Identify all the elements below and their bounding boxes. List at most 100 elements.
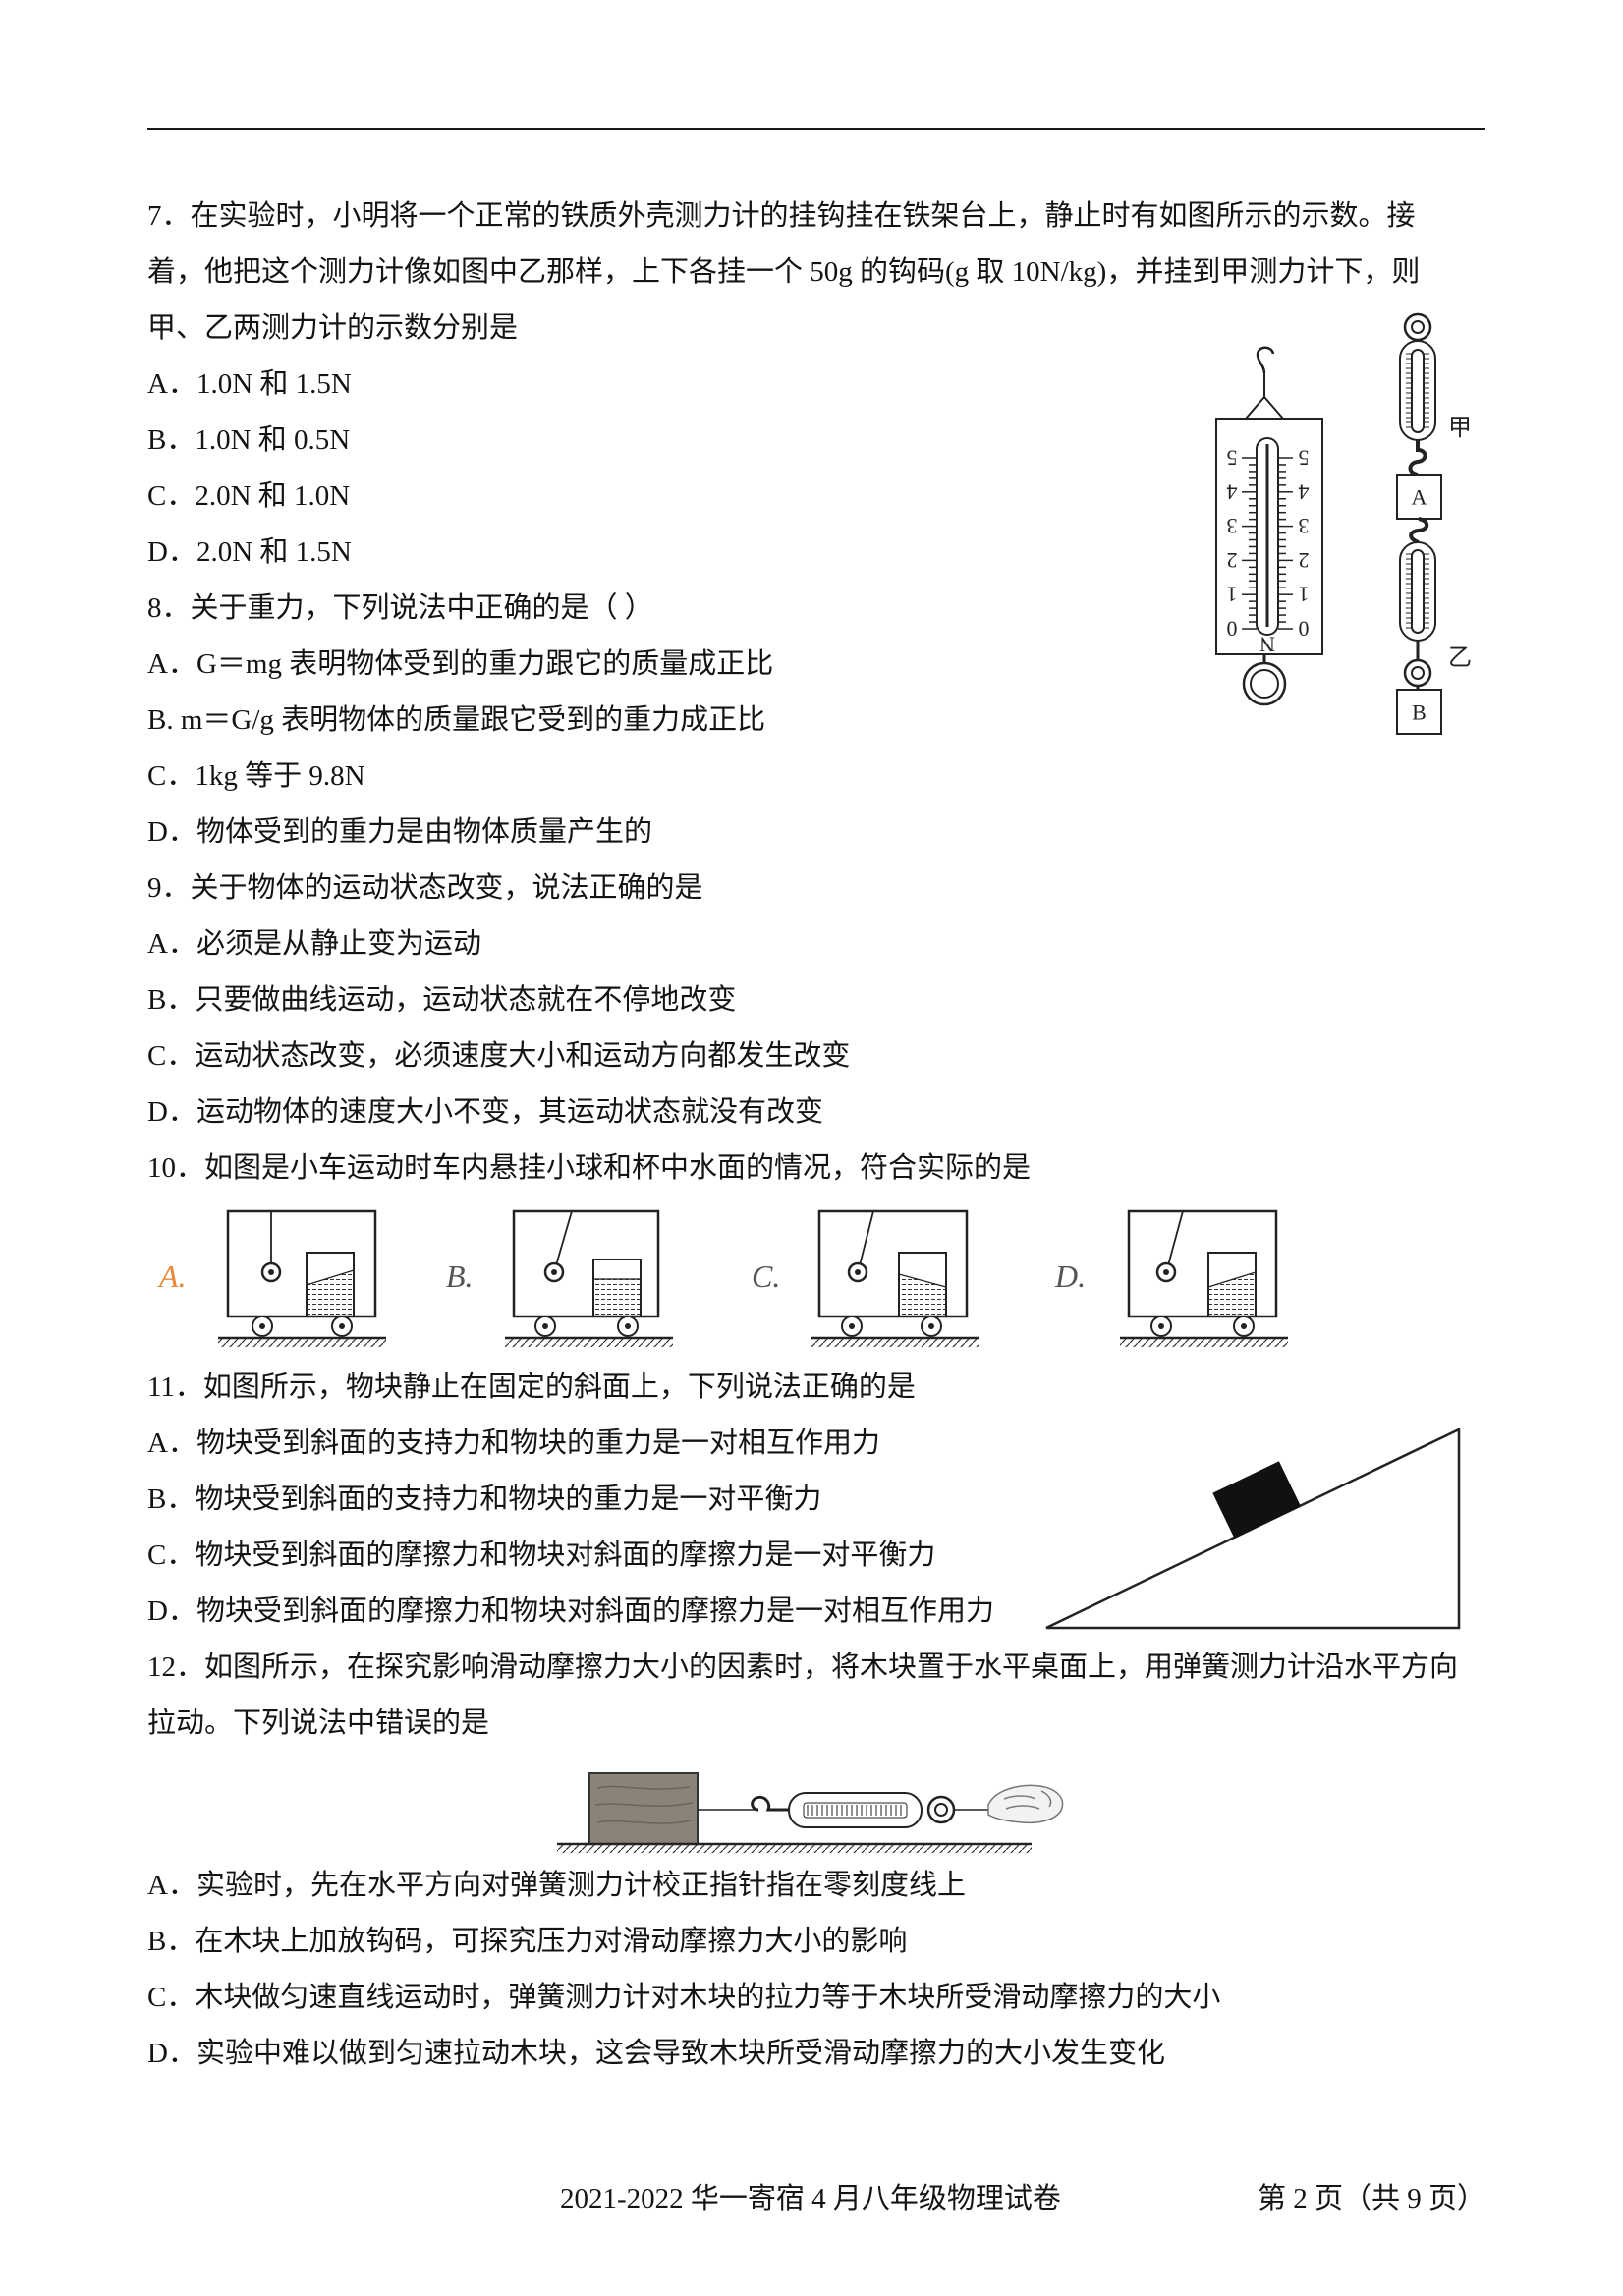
inverted-spring-scale	[1215, 346, 1323, 706]
cart-b	[505, 1209, 673, 1347]
question-7-stem-line: 着，他把这个测力计像如图中乙那样，上下各挂一个 50g 的钩码(g 取 10N/…	[147, 256, 1421, 288]
question-7-stem-line: 甲、乙两测力计的示数分别是	[147, 312, 519, 344]
inverted-scale-ticks	[1242, 457, 1293, 630]
question-11-option-d: D．物块受到斜面的摩擦力和物块对斜面的摩擦力是一对相互作用力	[147, 1596, 994, 1627]
wheel-hub	[542, 1323, 548, 1329]
cart-c	[811, 1209, 979, 1347]
scale-unit: N	[1259, 633, 1275, 657]
yi-scale-body	[1399, 541, 1436, 642]
question-7-option-d: D．2.0N 和 1.5N	[147, 536, 352, 568]
q12-friction-figure	[557, 1772, 1064, 1853]
grain-line	[594, 1802, 694, 1807]
hand-finger	[1003, 1795, 1036, 1800]
yi-scale-tube	[1411, 549, 1425, 634]
cart-a	[218, 1209, 386, 1347]
question-9-option-c: C．运动状态改变，必须速度大小和运动方向都发生改变	[147, 1040, 851, 1072]
wheel-hub	[928, 1323, 934, 1329]
wheel-hub	[625, 1323, 631, 1329]
q10-carts-figure: A. B. C. D.	[157, 1209, 1288, 1347]
question-9-stem-line: 9．关于物体的运动状态改变，说法正确的是	[147, 872, 703, 904]
scale-hook-icon	[751, 1795, 789, 1812]
yi-ring-inner	[1411, 666, 1425, 680]
jia-scale-ticks	[1406, 353, 1429, 428]
scale-number: 1	[1299, 583, 1310, 607]
cup	[592, 1259, 642, 1317]
question-12-option-b: B．在木块上加放钩码，可探究压力对滑动摩擦力大小的影响	[147, 1926, 908, 1957]
question-8-option-d: D．物体受到的重力是由物体质量产生的	[147, 816, 652, 848]
wheel-hub	[1158, 1323, 1164, 1329]
scale-number: 1	[1227, 583, 1238, 607]
wood-grain	[594, 1785, 694, 1824]
question-10-stem-line: 10．如图是小车运动时车内悬挂小球和杯中水面的情况，符合实际的是	[147, 1152, 1032, 1184]
inverted-scale-labels: 5 4 3 2 1 0 5 4 3 2 1 0 N	[1227, 446, 1310, 657]
scale-ring-icon	[926, 1795, 956, 1824]
question-12-option-d: D．实验中难以做到匀速拉动木块，这会导致木块所受滑动摩擦力的大小发生变化	[147, 2038, 1165, 2069]
grain-line	[596, 1820, 692, 1824]
question-12-stem-line: 12．如图所示，在探究影响滑动摩擦力大小的因素时，将木块置于水平桌面上，用弹簧测…	[147, 1652, 1459, 1683]
jia-scale-body	[1399, 340, 1436, 441]
question-11-option-c: C．物块受到斜面的摩擦力和物块对斜面的摩擦力是一对平衡力	[147, 1540, 936, 1571]
pendulum-ball-center	[1163, 1269, 1169, 1275]
jia-ring-inner	[1411, 320, 1425, 334]
block-a-label: A	[1412, 485, 1427, 510]
spring-scale-ticks	[807, 1805, 902, 1816]
question-8-option-b: B. m＝G/g 表明物体的质量跟它受到的重力成正比	[147, 704, 766, 736]
block-b-label: B	[1412, 700, 1427, 725]
pendulum-string	[1167, 1210, 1184, 1266]
wheel-hub	[259, 1323, 265, 1329]
scale-hook-icon	[1256, 346, 1275, 374]
yi-hook-icon	[1409, 517, 1429, 544]
jia-label: 甲	[1448, 416, 1472, 441]
yi-scale-ticks	[1406, 553, 1429, 629]
question-7-stem-line: 7．在实验时，小明将一个正常的铁质外壳测力计的挂钩挂在铁架台上，静止时有如图所示…	[147, 200, 1416, 232]
scale-number: 4	[1299, 479, 1310, 504]
scale-number: 3	[1227, 514, 1238, 538]
pendulum-string	[555, 1210, 573, 1266]
q11-incline-figure	[1045, 1428, 1461, 1630]
pendulum-ball-center	[268, 1269, 274, 1275]
question-12-option-a: A．实验时，先在水平方向对弹簧测力计校正指针指在零刻度线上	[147, 1870, 966, 1901]
question-11-stem-line: 11．如图所示，物块静止在固定的斜面上，下列说法正确的是	[147, 1372, 916, 1403]
yi-ring-icon	[1403, 658, 1432, 688]
question-12-option-c: C．木块做匀速直线运动时，弹簧测力计对木块的拉力等于木块所受滑动摩擦力的大小	[147, 1982, 1221, 2013]
table-hatch	[557, 1845, 1032, 1853]
scale-ring-inner	[934, 1803, 948, 1817]
ground-hatch	[218, 1339, 386, 1347]
question-8-option-c: C．1kg 等于 9.8N	[147, 760, 365, 792]
wood-block	[588, 1772, 699, 1845]
pendulum-ball-center	[551, 1269, 557, 1275]
cart-body	[1127, 1209, 1278, 1318]
scale-number: 3	[1299, 514, 1310, 538]
ground-hatch	[505, 1339, 673, 1347]
question-column: 7．在实验时，小明将一个正常的铁质外壳测力计的挂钩挂在铁架台上，静止时有如图所示…	[147, 189, 1523, 2082]
question-9-option-b: B．只要做曲线运动，运动状态就在不停地改变	[147, 984, 737, 1016]
block-b	[1396, 689, 1442, 735]
cup	[306, 1252, 355, 1317]
footer-page-number: 第 2 页（共 9 页）	[1257, 2183, 1485, 2214]
question-9-option-d: D．运动物体的速度大小不变，其运动状态就没有改变	[147, 1096, 823, 1128]
cart-label-d: D.	[1054, 1259, 1086, 1294]
header-rule	[147, 128, 1485, 130]
scale-bail	[1245, 395, 1284, 420]
grain-line	[596, 1785, 691, 1790]
scale-number: 0	[1299, 617, 1310, 642]
question-7-option-a: A．1.0N 和 1.5N	[147, 368, 352, 400]
ground-hatch	[811, 1339, 979, 1347]
question-12-stem-line: 拉动。下列说法中错误的是	[147, 1708, 490, 1739]
jia-ring-icon	[1403, 312, 1432, 342]
scale-number: 0	[1227, 617, 1238, 642]
cup-water	[592, 1278, 642, 1317]
pendulum-string	[859, 1210, 874, 1266]
hand-thumb	[1040, 1790, 1052, 1808]
wheel-hub	[339, 1323, 345, 1329]
cart-label-a: A.	[157, 1259, 187, 1294]
wheel-hub	[1241, 1323, 1247, 1329]
question-11-option-b: B．物块受到斜面的支持力和物块的重力是一对平衡力	[147, 1484, 822, 1515]
footer-title: 2021-2022 华一寄宿 4 月八年级物理试卷	[560, 2183, 1061, 2214]
yi-label: 乙	[1448, 645, 1472, 671]
ground-hatch	[1120, 1339, 1288, 1347]
question-11-option-a: A．物块受到斜面的支持力和物块的重力是一对相互作用力	[147, 1428, 880, 1459]
block	[1212, 1461, 1302, 1539]
scale-number: 5	[1227, 446, 1238, 471]
cup	[1207, 1252, 1257, 1317]
